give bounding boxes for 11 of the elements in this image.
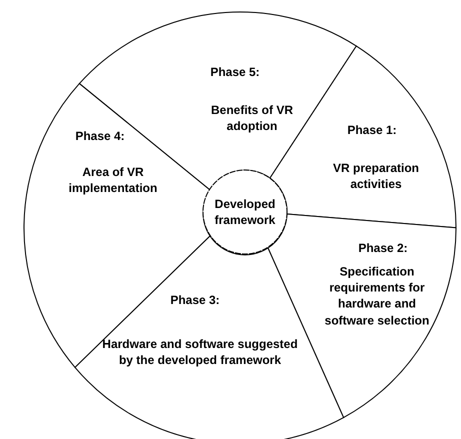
phase-heading: Phase 2: [358,240,408,256]
phase-description: Benefits of VR adoption [210,102,294,134]
center-label: Developed framework [214,196,276,228]
phase-description: Area of VR implementation [68,164,158,196]
phase-description: Hardware and software suggested by the developed framework [101,336,299,368]
phase-description: Specification requirements for hardware and software selection [324,264,430,328]
phase-heading: Phase 3: [170,292,220,308]
phase-heading: Phase 5: [210,64,260,80]
phase-heading: Phase 1: [347,122,397,138]
phase-description: VR preparation activities [332,160,420,192]
phase-heading: Phase 4: [75,128,125,144]
